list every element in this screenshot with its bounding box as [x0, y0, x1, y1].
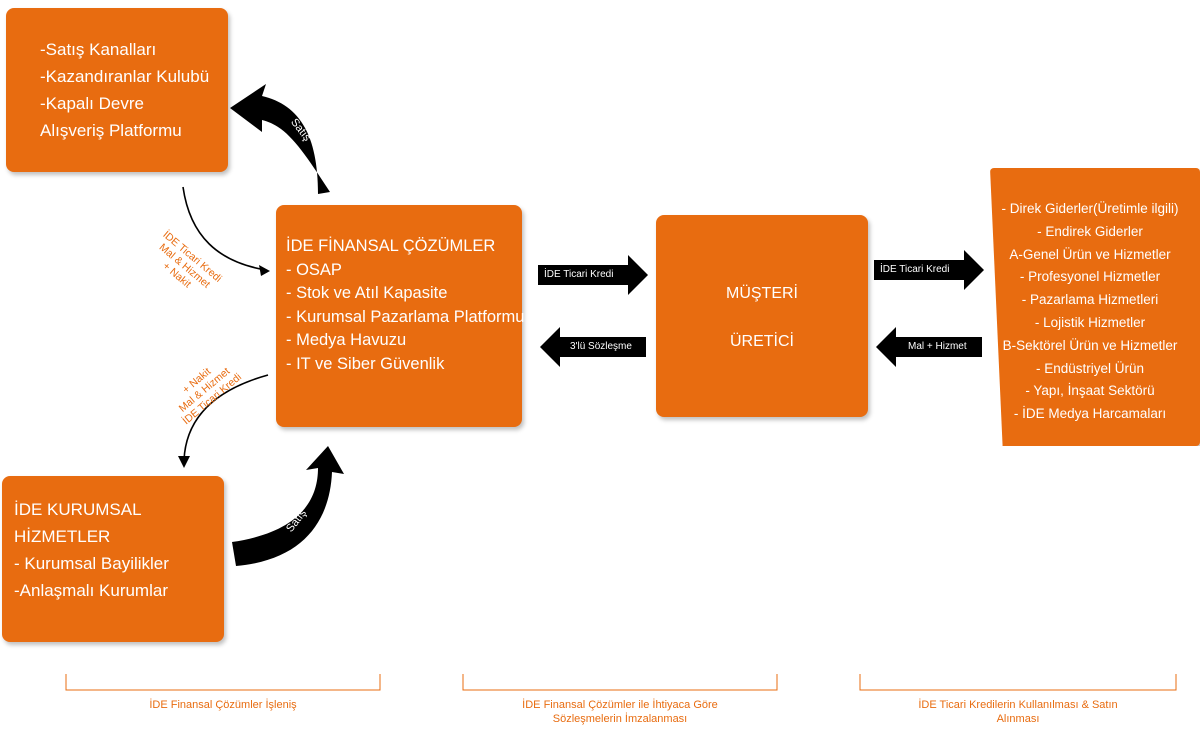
expenses-line: A-Genel Ürün ve Hizmetler [1009, 246, 1171, 262]
flow-arrowhead-lower [178, 456, 190, 468]
corporate-services-line: - Kurumsal Bayilikler [14, 554, 169, 573]
corporate-services-line: HİZMETLER [14, 527, 111, 546]
expenses-line: - Endirek Giderler [1037, 223, 1143, 239]
caption-bracket-right [859, 674, 1177, 691]
caption-left: İDE Finansal Çözümler İşleniş [149, 699, 297, 711]
financial-solutions-box: İDE FİNANSAL ÇÖZÜMLER - OSAP - Stok ve A… [276, 205, 525, 427]
goods-arrow-left [876, 327, 982, 367]
sales-channels-line: -Kapalı Devre [40, 94, 144, 113]
corporate-services-line: -Anlaşmalı Kurumlar [14, 581, 168, 600]
expenses-line: - Profesyonel Hizmetler [1019, 269, 1161, 285]
expenses-line: B-Sektörel Ürün ve Hizmetler [1002, 337, 1178, 353]
sales-arrow-bottom [232, 446, 344, 566]
expenses-box: - Direk Giderler(Üretimle ilgili) - Endi… [990, 168, 1200, 446]
producer-label: ÜRETİCİ [730, 333, 794, 350]
financial-solutions-line: - OSAP [286, 260, 342, 279]
expenses-line: - Pazarlama Hizmetleri [1021, 292, 1159, 308]
caption-middle: İDE Finansal Çözümler ile İhtiyaca Göre … [522, 699, 718, 725]
financial-solutions-line: - Kurumsal Pazarlama Platformu [286, 307, 525, 326]
credit-to-supplier-label: İDE Ticari Kredi [880, 264, 950, 275]
financial-solutions-line: - IT ve Siber Güvenlik [286, 354, 445, 373]
flow-arrow-upper [182, 186, 267, 271]
flow-arrow-lower [183, 374, 269, 461]
caption-right: İDE Ticari Kredilerin Kullanılması & Sat… [918, 699, 1118, 725]
customer-producer-box: MÜŞTERİ ÜRETİCİ [656, 215, 868, 417]
financial-solutions-line: İDE FİNANSAL ÇÖZÜMLER [286, 237, 496, 255]
credit-arrow-right-1 [538, 255, 648, 295]
sales-channels-line: -Kazandıranlar Kulubü [40, 67, 210, 86]
expenses-line: - Direk Giderler(Üretimle ilgili) [1001, 201, 1179, 216]
contract-label: 3'lü Sözleşme [570, 341, 632, 352]
expenses-line: - Endüstriyel Ürün [1035, 360, 1145, 376]
expenses-line: - Yapı, İnşaat Sektörü [1025, 383, 1155, 399]
financial-solutions-line: - Medya Havuzu [286, 331, 407, 349]
caption-bracket-left [65, 674, 381, 691]
corporate-services-line: İDE KURUMSAL [14, 500, 142, 519]
flow-arrowhead-upper [259, 265, 270, 276]
contract-arrow-left [540, 327, 646, 367]
customer-label: MÜŞTERİ [726, 285, 798, 302]
credit-arrow-right-2 [874, 250, 984, 290]
financial-solutions-line: - Stok ve Atıl Kapasite [286, 284, 448, 302]
sales-channels-line: -Satış Kanalları [40, 40, 157, 59]
goods-services-label: Mal + Hizmet [908, 341, 967, 352]
credit-to-customer-label: İDE Ticari Kredi [544, 269, 614, 280]
sales-channels-line: Alışveriş Platformu [40, 121, 182, 140]
sales-channels-box: -Satış Kanalları -Kazandıranlar Kulubü -… [6, 8, 228, 172]
corporate-services-box: İDE KURUMSAL HİZMETLER - Kurumsal Bayili… [2, 476, 224, 642]
expenses-line: - Lojistik Hizmetler [1034, 314, 1146, 330]
caption-bracket-middle [462, 674, 778, 691]
sales-arrow-top [230, 84, 330, 194]
expenses-line: - İDE Medya Harcamaları [1013, 406, 1167, 422]
